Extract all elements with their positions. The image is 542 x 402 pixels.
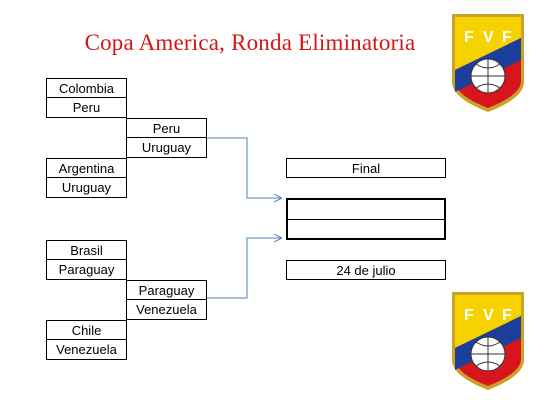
fvf-logo-top: F V F xyxy=(452,14,524,112)
qf1-team1[interactable]: Colombia xyxy=(46,78,127,98)
connector-top-arrow xyxy=(207,137,281,198)
final-match-box[interactable] xyxy=(286,198,446,240)
qf1-team2[interactable]: Peru xyxy=(46,98,127,118)
qf2-team1[interactable]: Argentina xyxy=(46,158,127,178)
sf2-team2[interactable]: Venezuela xyxy=(126,300,207,320)
sf1-team1[interactable]: Peru xyxy=(126,118,207,138)
svg-text:F: F xyxy=(502,307,512,324)
qf3-team2[interactable]: Paraguay xyxy=(46,260,127,280)
sf2-team1[interactable]: Paraguay xyxy=(126,280,207,300)
final-team1[interactable] xyxy=(288,200,444,220)
svg-text:F: F xyxy=(464,307,474,324)
qf4-team1[interactable]: Chile xyxy=(46,320,127,340)
final-date: 24 de julio xyxy=(286,260,446,280)
svg-text:V: V xyxy=(483,29,494,46)
qf4-team2[interactable]: Venezuela xyxy=(46,340,127,360)
svg-text:F: F xyxy=(464,29,474,46)
qf3-team1[interactable]: Brasil xyxy=(46,240,127,260)
qf2-team2[interactable]: Uruguay xyxy=(46,178,127,198)
sf1-team2[interactable]: Uruguay xyxy=(126,138,207,158)
fvf-logo-bottom: F V F xyxy=(452,292,524,390)
svg-text:F: F xyxy=(502,29,512,46)
svg-text:V: V xyxy=(483,307,494,324)
connector-bottom-arrow xyxy=(207,238,281,299)
page-title: Copa America, Ronda Eliminatoria xyxy=(84,30,416,55)
final-label: Final xyxy=(286,158,446,178)
